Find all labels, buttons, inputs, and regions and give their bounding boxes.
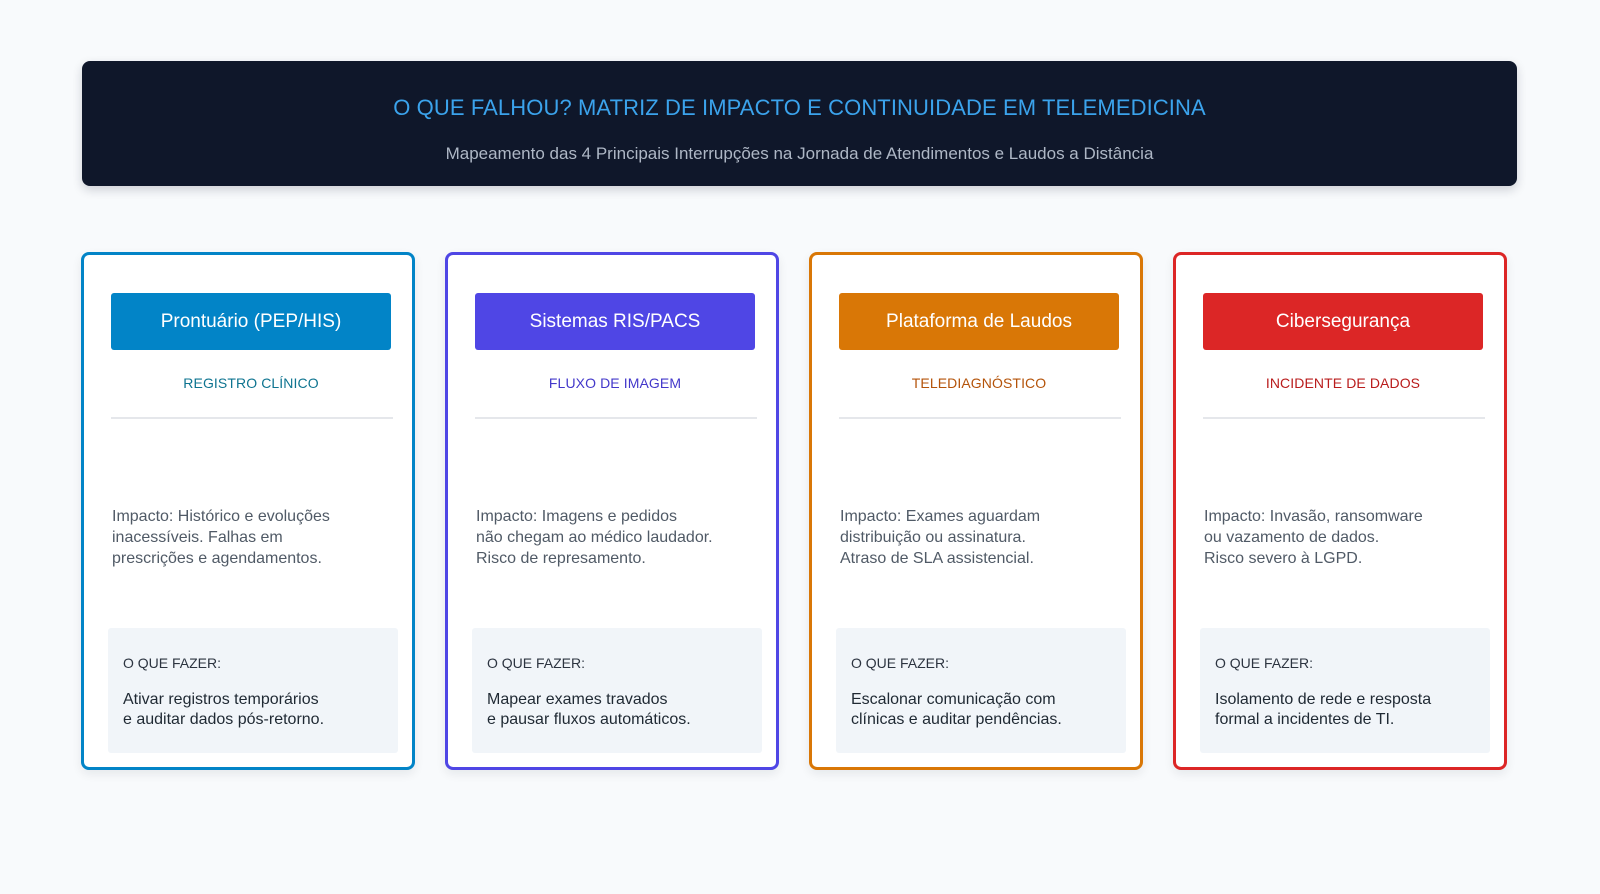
card-tag: TELEDIAGNÓSTICO	[911, 375, 1047, 391]
action-text: Isolamento de rede e resposta formal a i…	[1215, 691, 1432, 728]
action-label: O QUE FAZER:	[123, 655, 222, 671]
card-ris-pacs: Sistemas RIS/PACS FLUXO DE IMAGEM Impact…	[445, 252, 779, 770]
card-tag: FLUXO DE IMAGEM	[548, 375, 682, 391]
header-banner: O QUE FALHOU? MATRIZ DE IMPACTO E CONTIN…	[82, 61, 1517, 186]
card-divider	[475, 417, 757, 419]
action-text: Mapear exames travados e pausar fluxos a…	[487, 691, 691, 728]
card-action-box: O QUE FAZER: Ativar registros temporário…	[108, 628, 398, 753]
card-ciberseguranca: Cibersegurança INCIDENTE DE DADOS Impact…	[1173, 252, 1507, 770]
card-action-box: O QUE FAZER: Escalonar comunicação com c…	[836, 628, 1126, 753]
card-impact-text: Impacto: Invasão, ransomware ou vazament…	[1204, 508, 1423, 567]
card-action-box: O QUE FAZER: Isolamento de rede e respos…	[1200, 628, 1490, 753]
action-label: O QUE FAZER:	[487, 655, 586, 671]
card-action-box: O QUE FAZER: Mapear exames travados e pa…	[472, 628, 762, 753]
card-impact-text: Impacto: Histórico e evoluções inacessív…	[112, 508, 330, 567]
page-subtitle: Mapeamento das 4 Principais Interrupções…	[445, 144, 1154, 163]
card-divider	[111, 417, 393, 419]
action-text: Escalonar comunicação com clínicas e aud…	[851, 691, 1062, 728]
action-label: O QUE FAZER:	[1215, 655, 1314, 671]
card-divider	[839, 417, 1121, 419]
card-title: Cibersegurança	[1203, 293, 1483, 350]
impact-matrix: Prontuário (PEP/HIS) REGISTRO CLÍNICO Im…	[81, 252, 1515, 776]
card-tag: INCIDENTE DE DADOS	[1265, 375, 1421, 391]
action-label: O QUE FAZER:	[851, 655, 950, 671]
card-impact-text: Impacto: Imagens e pedidos não chegam ao…	[476, 508, 713, 567]
card-tag: REGISTRO CLÍNICO	[183, 375, 319, 391]
card-pep-his: Prontuário (PEP/HIS) REGISTRO CLÍNICO Im…	[81, 252, 415, 770]
card-title: Plataforma de Laudos	[839, 293, 1119, 350]
card-divider	[1203, 417, 1485, 419]
action-text: Ativar registros temporários e auditar d…	[123, 691, 325, 728]
card-plataforma-laudos: Plataforma de Laudos TELEDIAGNÓSTICO Imp…	[809, 252, 1143, 770]
card-title: Prontuário (PEP/HIS)	[111, 293, 391, 350]
card-impact-text: Impacto: Exames aguardam distribuição ou…	[840, 508, 1041, 567]
card-title: Sistemas RIS/PACS	[475, 293, 755, 350]
page-title: O QUE FALHOU? MATRIZ DE IMPACTO E CONTIN…	[393, 95, 1206, 120]
